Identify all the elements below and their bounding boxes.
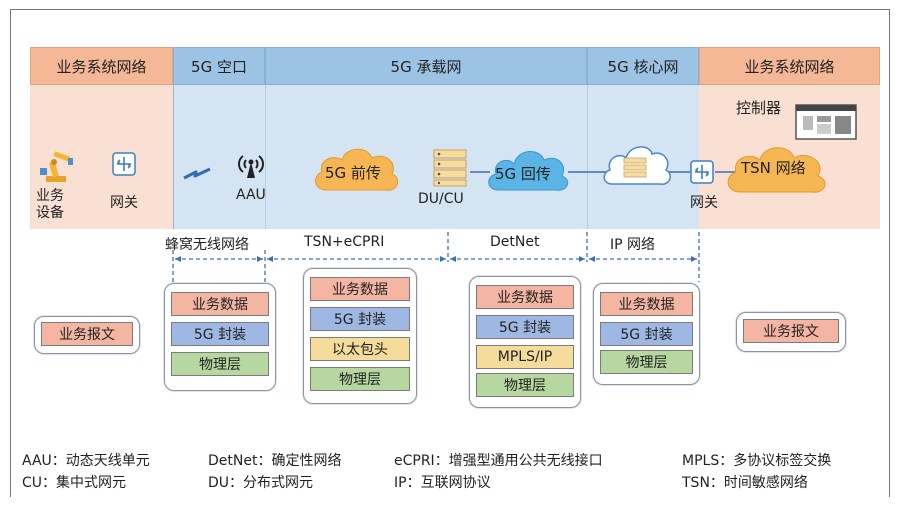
equipment-label: 业务 设备 [36, 188, 64, 221]
header-business-right: 业务系统网络 [699, 47, 880, 85]
stack4-layer-phy: 物理层 [600, 350, 693, 374]
segment-tsn-ecpri: TSN+eCPRI [304, 234, 385, 250]
tsn-label: TSN 网络 [741, 159, 806, 177]
stack3-layer-data: 业务数据 [476, 285, 574, 309]
legend-ecpri: eCPRI：增强型通用公共无线接口 [394, 453, 603, 469]
stack4-layer-5g: 5G 封装 [600, 322, 693, 346]
diagram-frame [10, 9, 890, 497]
fronthaul-cloud-icon [315, 148, 399, 191]
stack4-layer-data: 业务数据 [600, 292, 693, 316]
stack2-layer-5g: 5G 封装 [310, 307, 410, 331]
server-icon [433, 149, 467, 187]
segment-detnet: DetNet [490, 234, 540, 250]
stack1-layer-phy: 物理层 [171, 352, 269, 376]
backhaul-label: 5G 回传 [495, 165, 551, 183]
fronthaul-label: 5G 前传 [325, 164, 381, 182]
tsn-cloud-icon [727, 147, 826, 193]
left-message-box: 业务报文 [34, 316, 140, 354]
segment-cellular: 蜂窝无线网络 [165, 237, 249, 253]
stack2-layer-data: 业务数据 [310, 277, 410, 301]
stack3-layer-5g: 5G 封装 [476, 315, 574, 339]
protocol-stack-2: 业务数据 5G 封装 以太包头 物理层 [303, 268, 417, 404]
gateway-right-label: 网关 [690, 195, 718, 211]
band-divider-2 [587, 85, 588, 229]
stack1-layer-5g: 5G 封装 [171, 322, 269, 346]
protocol-stack-3: 业务数据 5G 封装 MPLS/IP 物理层 [469, 276, 581, 408]
band-divider-1 [265, 85, 266, 229]
stack2-layer-eth: 以太包头 [310, 337, 410, 361]
legend-detnet: DetNet：确定性网络 [208, 453, 342, 469]
left-message: 业务报文 [41, 322, 133, 346]
protocol-stack-1: 业务数据 5G 封装 物理层 [164, 283, 276, 391]
legend-ip: IP：互联网协议 [394, 475, 491, 491]
protocol-stack-4: 业务数据 5G 封装 物理层 [593, 283, 700, 385]
segment-ip: IP 网络 [610, 237, 656, 253]
header-5g-bearer: 5G 承载网 [265, 47, 587, 85]
header-5g-core: 5G 核心网 [587, 47, 699, 85]
robot-arm-icon [40, 151, 73, 182]
controller-icon [795, 104, 857, 140]
header-5g-air: 5G 空口 [173, 47, 265, 85]
stack2-layer-phy: 物理层 [310, 367, 410, 391]
core-cloud-icon [603, 146, 671, 185]
aau-label: AAU [236, 187, 266, 203]
band-business-left [30, 85, 173, 229]
legend-mpls: MPLS：多协议标签交换 [682, 453, 832, 469]
stack1-layer-data: 业务数据 [171, 292, 269, 316]
right-message-box: 业务报文 [736, 312, 846, 352]
backhaul-cloud-icon [488, 151, 569, 191]
antenna-icon [238, 155, 264, 178]
du-cu-label: DU/CU [418, 191, 464, 207]
legend-aau: AAU：动态天线单元 [22, 453, 150, 469]
legend-cu: CU：集中式网元 [22, 475, 127, 491]
controller-label: 控制器 [736, 99, 782, 117]
stack3-layer-mpls: MPLS/IP [476, 345, 574, 369]
legend-tsn: TSN：时间敏感网络 [682, 475, 808, 491]
header-business-left: 业务系统网络 [30, 47, 173, 85]
gateway-left-icon [112, 152, 136, 176]
wireless-link-icon [183, 167, 211, 180]
gateway-right-icon [690, 160, 714, 184]
stack3-layer-phy: 物理层 [476, 373, 574, 397]
gateway-left-label: 网关 [110, 195, 138, 211]
right-message: 业务报文 [743, 319, 839, 343]
legend-du: DU：分布式网元 [208, 475, 314, 491]
